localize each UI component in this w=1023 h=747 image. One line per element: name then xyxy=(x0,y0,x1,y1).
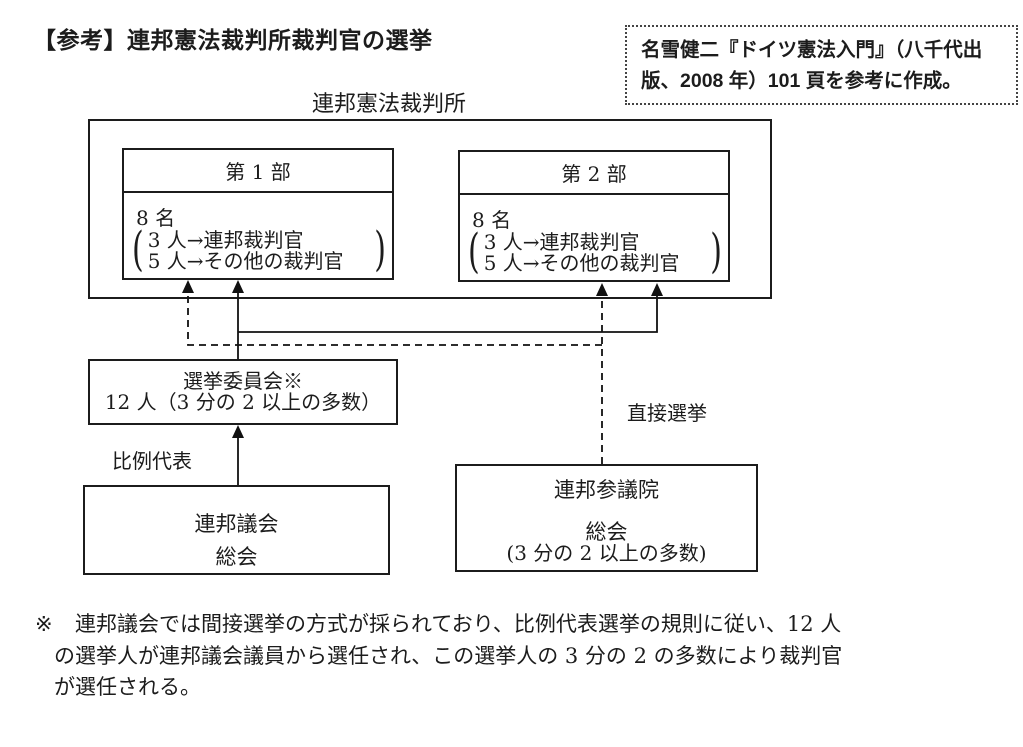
senate-2-box: 第 2 部 8 名 ( 3 人→連邦裁判官 5 人→その他の裁判官 ) xyxy=(458,150,730,282)
bundesrat-name: 連邦参議院 xyxy=(554,478,659,502)
bracket-close: ) xyxy=(710,224,722,279)
bracket-close: ) xyxy=(374,222,386,277)
bundesrat-majority: (3 分の 2 以上の多数) xyxy=(506,541,707,565)
edge-label-proportional-representation: 比例代表 xyxy=(112,449,192,473)
court-label: 連邦憲法裁判所 xyxy=(312,92,467,117)
bundesrat-box: 連邦参議院 総会 (3 分の 2 以上の多数) xyxy=(455,464,758,572)
senate-row: 3 人→連邦裁判官 xyxy=(147,228,304,252)
senate-rows: 3 人→連邦裁判官 5 人→その他の裁判官 xyxy=(148,230,344,271)
footnote-line: の選挙人が連邦議会議員から選任され、この選挙人の 3 分の 2 の多数により裁判… xyxy=(54,643,843,668)
senate-1-box: 第 1 部 8 名 ( 3 人→連邦裁判官 5 人→その他の裁判官 ) xyxy=(122,148,394,280)
senate-2-composition: ( 3 人→連邦裁判官 5 人→その他の裁判官 ) xyxy=(468,224,722,279)
senate-row: 3 人→連邦裁判官 xyxy=(483,230,640,254)
senate-1-composition: ( 3 人→連邦裁判官 5 人→その他の裁判官 ) xyxy=(132,222,386,277)
bundestag-sub: 総会 xyxy=(215,545,258,569)
edge-committee-to-senate2 xyxy=(238,296,658,333)
page-title: 【参考】連邦憲法裁判所裁判官の選挙 xyxy=(33,27,433,53)
bracket-open: ( xyxy=(132,222,144,277)
footnote-line: が選任される。 xyxy=(54,675,201,699)
edge-label-direct-election: 直接選挙 xyxy=(627,401,707,425)
source-note-line: 名雪健二『ドイツ憲法入門』（八千代出 xyxy=(641,39,983,61)
committee-name: 選挙委員会※ xyxy=(183,369,303,393)
senate-2-body: 8 名 ( 3 人→連邦裁判官 5 人→その他の裁判官 ) xyxy=(460,208,728,279)
bundestag-name: 連邦議会 xyxy=(194,512,279,536)
footnote-marker: ※ xyxy=(35,612,53,636)
footnote: ※ 連邦議会では間接選挙の方式が採られており、比例代表選挙の規則に従い、12 人… xyxy=(35,609,985,704)
court-outer-box: 第 1 部 8 名 ( 3 人→連邦裁判官 5 人→その他の裁判官 ) 第 2 … xyxy=(88,119,772,299)
bundesrat-sub: 総会 xyxy=(585,520,628,544)
footnote-line: ※ 連邦議会では間接選挙の方式が採られており、比例代表選挙の規則に従い、12 人 xyxy=(35,609,985,641)
source-note-line: 版、2008 年）101 頁を参考に作成。 xyxy=(641,70,962,92)
senate-row: 5 人→その他の裁判官 xyxy=(483,250,680,275)
senate-rows: 3 人→連邦裁判官 5 人→その他の裁判官 xyxy=(484,232,680,273)
senate-2-title: 第 2 部 xyxy=(460,152,728,195)
bundestag-box: 連邦議会 総会 xyxy=(83,485,390,575)
election-committee-box: 選挙委員会※ 12 人（3 分の 2 以上の多数） xyxy=(88,359,398,425)
senate-1-body: 8 名 ( 3 人→連邦裁判官 5 人→その他の裁判官 ) xyxy=(124,206,392,277)
bracket-open: ( xyxy=(468,224,480,279)
senate-1-count: 8 名 xyxy=(136,206,176,230)
arrowhead-icon xyxy=(232,425,244,438)
senate-row: 5 人→その他の裁判官 xyxy=(147,248,344,273)
source-note: 名雪健二『ドイツ憲法入門』（八千代出 版、2008 年）101 頁を参考に作成。 xyxy=(625,25,1018,105)
committee-detail: 12 人（3 分の 2 以上の多数） xyxy=(104,390,382,414)
edge-bundesrat-to-senate1 xyxy=(187,293,602,346)
senate-2-count: 8 名 xyxy=(472,208,512,232)
footnote-text: 連邦議会では間接選挙の方式が採られており、比例代表選挙の規則に従い、12 人 xyxy=(75,612,842,636)
senate-1-title: 第 1 部 xyxy=(124,150,392,193)
